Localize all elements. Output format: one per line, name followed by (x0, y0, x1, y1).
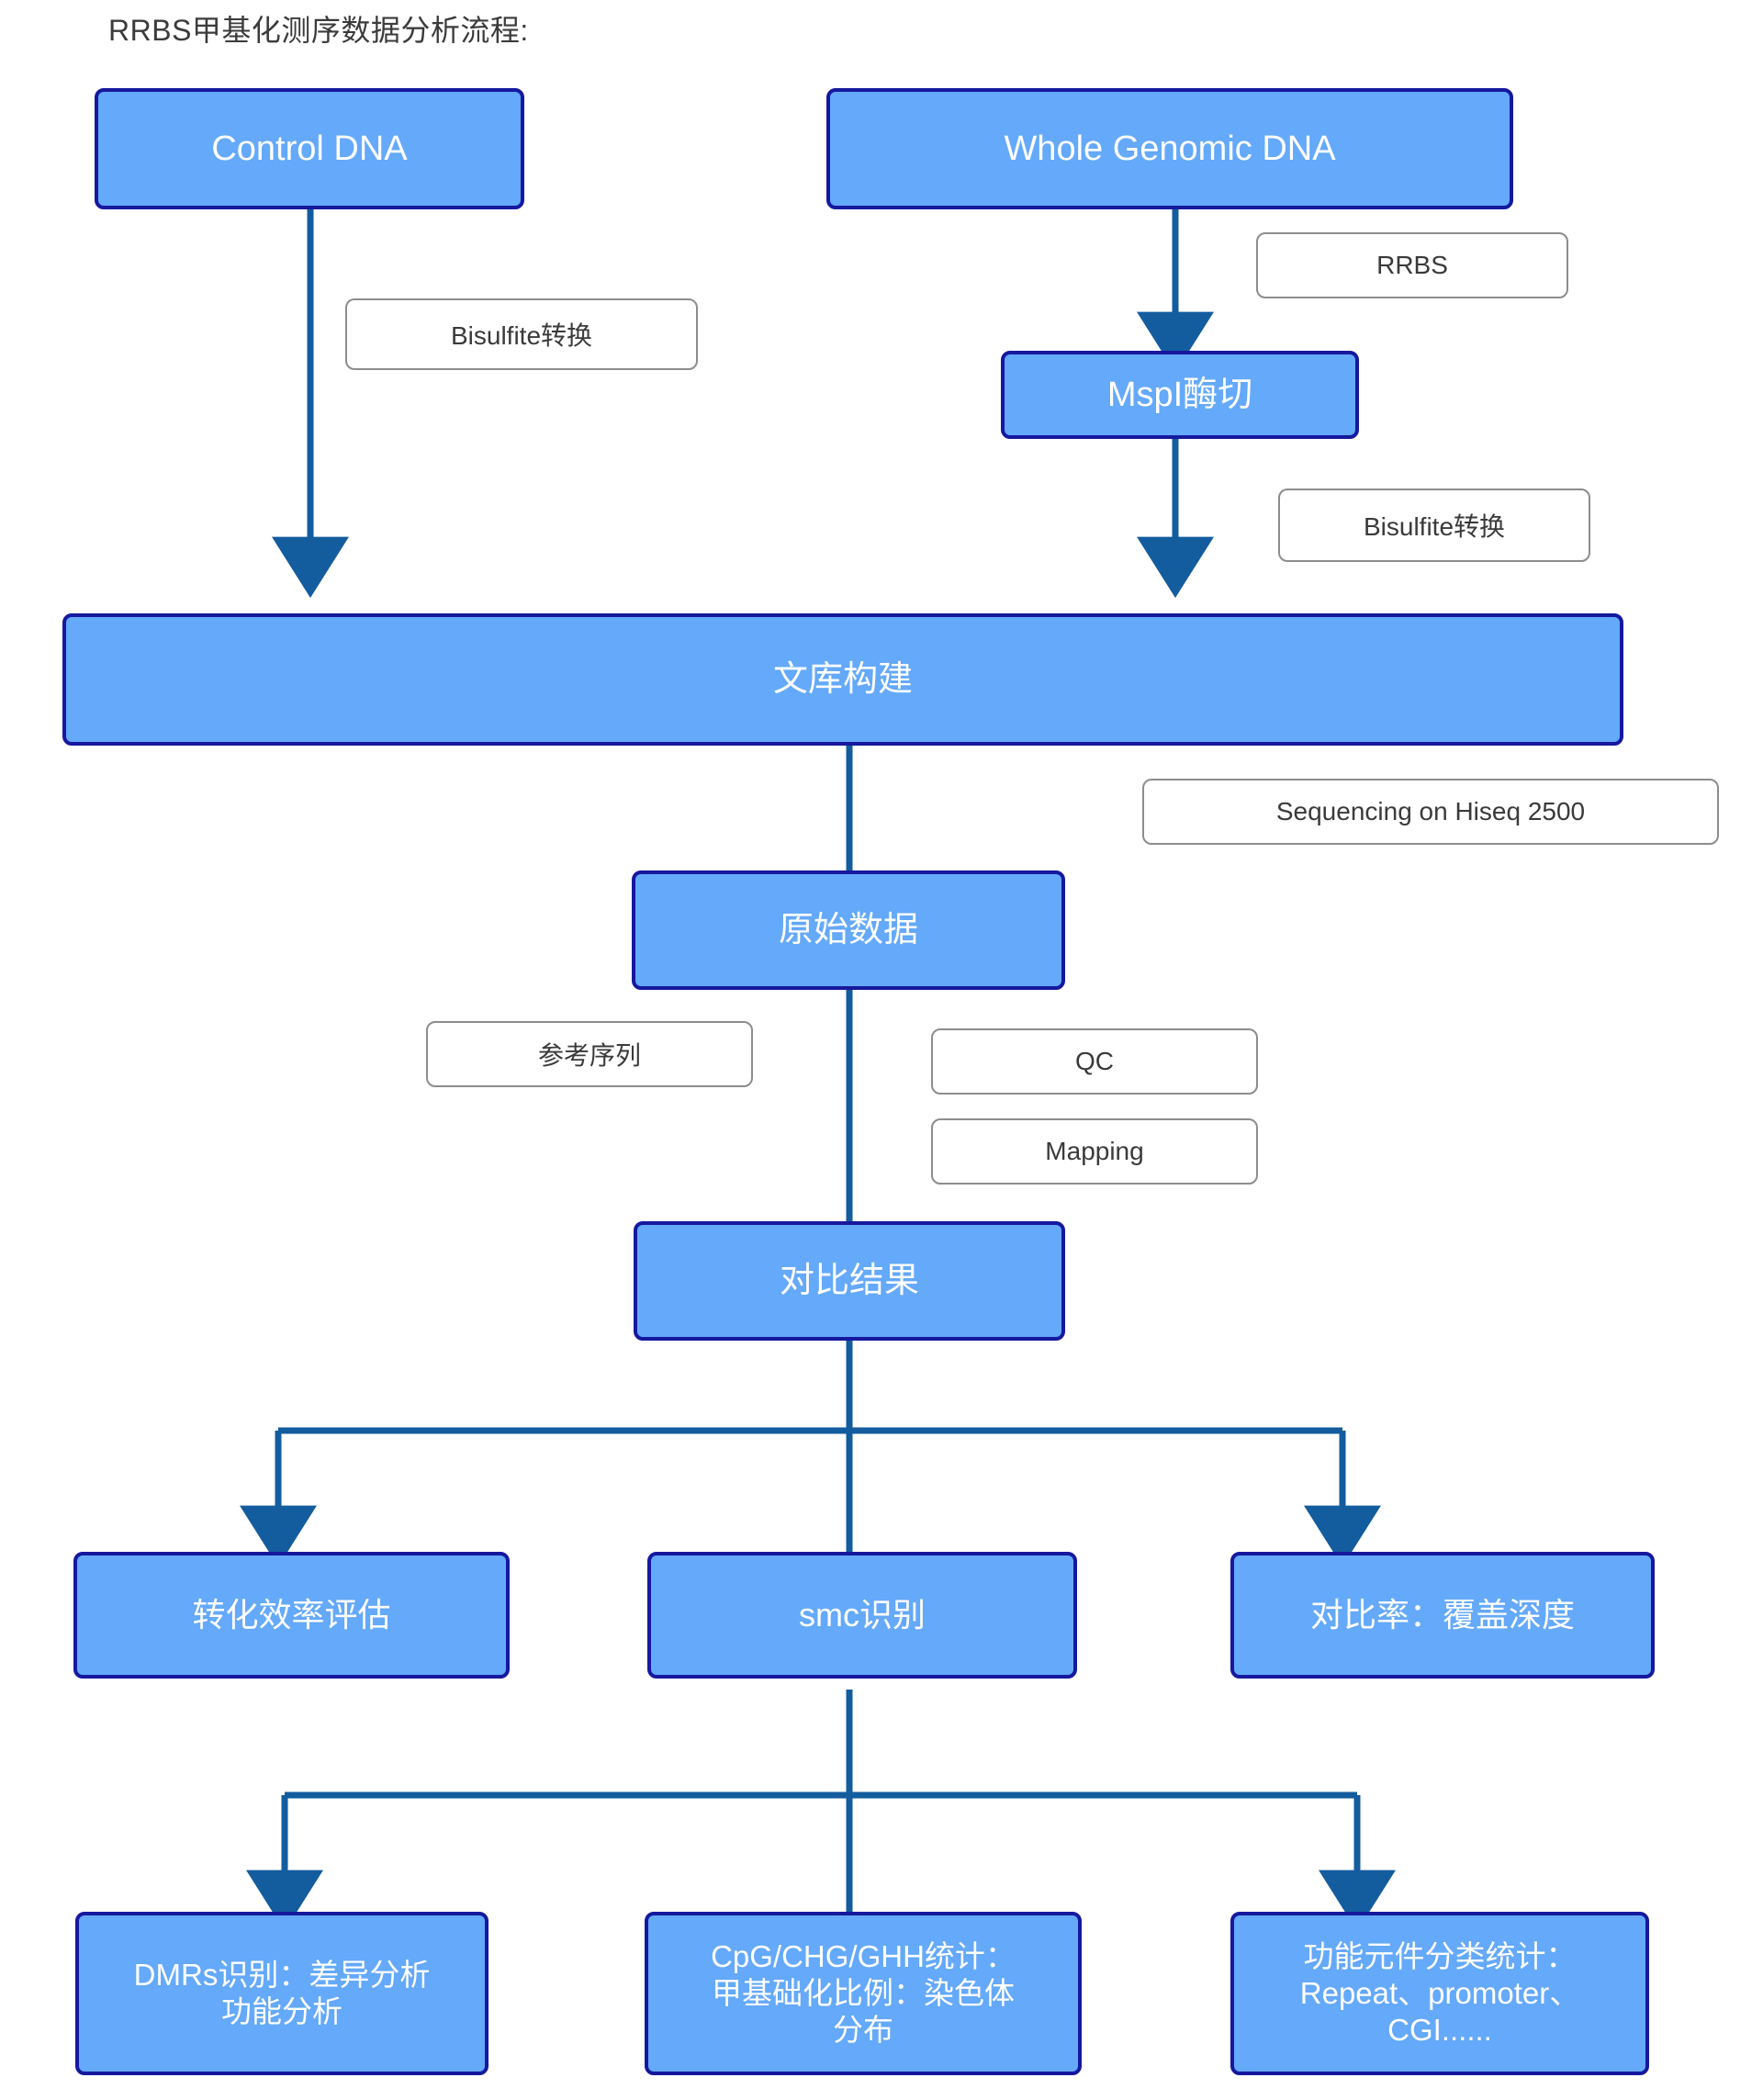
node-control-dna[interactable]: Control DNA (95, 88, 524, 209)
node-alignment-rate[interactable]: 对比率：覆盖深度 (1230, 1552, 1655, 1679)
tag-rrbs: RRBS (1256, 232, 1568, 298)
node-raw-data[interactable]: 原始数据 (632, 870, 1065, 990)
node-functional-elements[interactable]: 功能元件分类统计： Repeat、promoter、 CGI...... (1230, 1912, 1649, 2075)
tag-bisulfite-left: Bisulfite转换 (345, 298, 698, 370)
node-library-construction[interactable]: 文库构建 (62, 613, 1623, 746)
node-whole-genomic-dna[interactable]: Whole Genomic DNA (826, 88, 1513, 209)
page-title: RRBS甲基化测序数据分析流程: (108, 14, 529, 47)
tag-qc: QC (931, 1028, 1258, 1095)
node-dmrs[interactable]: DMRs识别：差异分析 功能分析 (75, 1912, 488, 2075)
tag-sequencing: Sequencing on Hiseq 2500 (1142, 779, 1719, 845)
tag-bisulfite-right: Bisulfite转换 (1278, 489, 1590, 562)
node-conversion-efficiency[interactable]: 转化效率评估 (73, 1552, 510, 1679)
node-smc-identification[interactable]: smc识别 (647, 1552, 1077, 1679)
tag-reference-sequence: 参考序列 (426, 1021, 753, 1087)
node-context-stats[interactable]: CpG/CHG/GHH统计： 甲基础化比例：染色体 分布 (645, 1912, 1082, 2075)
node-mspi-digest[interactable]: MspI酶切 (1001, 351, 1359, 439)
tag-mapping: Mapping (931, 1118, 1258, 1185)
node-alignment-result[interactable]: 对比结果 (634, 1221, 1065, 1341)
